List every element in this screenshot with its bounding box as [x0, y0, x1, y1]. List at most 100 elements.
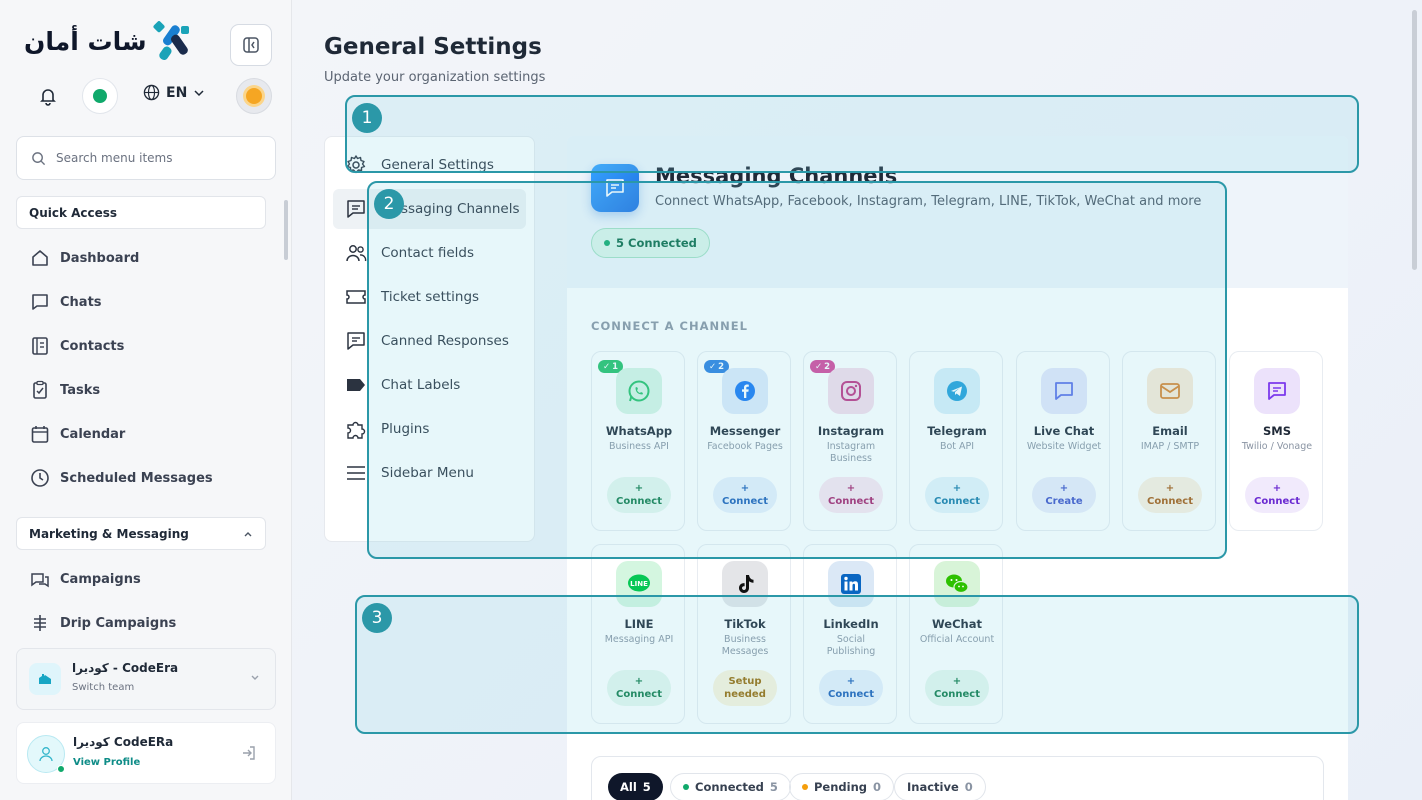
channel-card-linkedin[interactable]: LinkedIn Social Publishing +Connect [803, 544, 897, 724]
sidebar: شات أمان EN Search menu items Quick Acce… [0, 0, 292, 800]
quick-access-label: Quick Access [29, 205, 118, 220]
clipboard-icon [30, 380, 50, 400]
sidebar-item-campaigns[interactable]: Campaigns [30, 569, 141, 589]
instagram-icon [828, 368, 874, 414]
page-subtitle: Update your organization settings [324, 70, 546, 85]
sidebar-item-label: Tasks [60, 382, 101, 398]
connect-line-button[interactable]: +Connect [607, 670, 671, 706]
connect-sms-button[interactable]: +Connect [1245, 477, 1309, 513]
channel-card-messenger[interactable]: ✓2 Messenger Facebook Pages +Connect [697, 351, 791, 531]
quick-access-header[interactable]: Quick Access [16, 196, 266, 229]
sidebar-item-label: Contacts [60, 338, 125, 354]
clock-icon [30, 468, 50, 488]
globe-icon [143, 84, 160, 101]
settings-item-contact-fields[interactable]: Contact fields [345, 242, 474, 264]
create-live-chat-button[interactable]: +Create [1032, 477, 1096, 513]
calendar-icon [30, 424, 50, 444]
connect-telegram-button[interactable]: +Connect [925, 477, 989, 513]
team-switcher[interactable]: كوديرا - CodeEra Switch team [16, 648, 276, 710]
profile-card[interactable]: كوديرا CodeERa View Profile [16, 722, 276, 784]
btn-top: + [740, 483, 750, 494]
sidebar-item-calendar[interactable]: Calendar [30, 424, 125, 444]
connect-whatsapp-button[interactable]: +Connect [607, 477, 671, 513]
chevron-up-icon [244, 531, 252, 536]
notifications-button[interactable] [30, 78, 66, 114]
settings-item-messaging-channels[interactable]: Messaging Channels [345, 198, 520, 220]
settings-item-ticket-settings[interactable]: Ticket settings [345, 286, 479, 308]
logout-icon[interactable] [241, 745, 257, 761]
channel-card-whatsapp[interactable]: ✓1 WhatsApp Business API +Connect [591, 351, 685, 531]
channel-name: LINE [624, 617, 654, 631]
sidebar-item-contacts[interactable]: Contacts [30, 336, 124, 356]
btn-label: Connect [1254, 496, 1300, 507]
channels-panel: Messaging Channels Connect WhatsApp, Fac… [567, 136, 1348, 800]
filter-label: Inactive [907, 780, 959, 794]
sidebar-scrollbar[interactable] [284, 200, 288, 260]
page-scrollbar[interactable] [1412, 10, 1417, 270]
channel-card-sms[interactable]: SMS Twilio / Vonage +Connect [1229, 351, 1323, 531]
email-icon [1147, 368, 1193, 414]
sms-icon [1254, 368, 1300, 414]
btn-top: Setup [728, 676, 762, 687]
btn-label: Connect [934, 689, 980, 700]
bell-icon [40, 89, 56, 106]
connect-instagram-button[interactable]: + Connect [819, 477, 883, 513]
connect-email-button[interactable]: +Connect [1138, 477, 1202, 513]
status-toggle[interactable] [82, 78, 118, 114]
marketing-header[interactable]: Marketing & Messaging [16, 517, 266, 550]
channel-name: WeChat [932, 617, 982, 631]
channels-panel-header: Messaging Channels Connect WhatsApp, Fac… [567, 136, 1348, 288]
whatsapp-icon [616, 368, 662, 414]
btn-top: + [952, 676, 962, 687]
message-icon [345, 198, 367, 220]
channel-card-email[interactable]: Email IMAP / SMTP +Connect [1122, 351, 1216, 531]
connect-messenger-button[interactable]: +Connect [713, 477, 777, 513]
theme-toggle[interactable] [236, 78, 272, 114]
sidebar-item-tasks[interactable]: Tasks [30, 380, 100, 400]
settings-item-label: Sidebar Menu [381, 465, 474, 481]
search-placeholder: Search menu items [56, 151, 173, 165]
view-profile-link[interactable]: View Profile [73, 757, 141, 768]
logo-mark-icon [153, 21, 189, 61]
collapse-icon [243, 37, 259, 53]
connect-linkedin-button[interactable]: +Connect [819, 670, 883, 706]
search-menu-input[interactable]: Search menu items [16, 136, 276, 180]
settings-item-plugins[interactable]: Plugins [345, 418, 429, 440]
settings-item-label: Ticket settings [381, 289, 480, 305]
connect-wechat-button[interactable]: + Connect [925, 670, 989, 706]
channel-card-telegram[interactable]: Telegram Bot API +Connect [909, 351, 1003, 531]
channel-card-live-chat[interactable]: Live Chat Website Widget +Create [1016, 351, 1110, 531]
sidebar-item-scheduled-messages[interactable]: Scheduled Messages [30, 468, 213, 488]
channel-name: Telegram [927, 424, 987, 438]
settings-item-canned-responses[interactable]: Canned Responses [345, 330, 509, 352]
logo[interactable]: شات أمان [24, 20, 193, 62]
sidebar-item-label: Dashboard [60, 250, 140, 266]
profile-name: كوديرا CodeERa [73, 735, 174, 749]
sidebar-item-dashboard[interactable]: Dashboard [30, 248, 139, 268]
channel-card-wechat[interactable]: WeChat Official Account +Connect [909, 544, 1003, 724]
channel-card-line[interactable]: LINE LINE Messaging API +Connect [591, 544, 685, 724]
collapse-sidebar-button[interactable] [230, 24, 272, 66]
settings-item-chat-labels[interactable]: Chat Labels [345, 374, 460, 396]
channels-subtitle: Connect WhatsApp, Facebook, Instagram, T… [655, 194, 1202, 209]
annotation-number: 1 [352, 103, 382, 133]
settings-item-sidebar-menu[interactable]: Sidebar Menu [345, 462, 474, 484]
channel-desc: Social Publishing [826, 634, 876, 657]
chevron-down-icon [251, 675, 259, 680]
wechat-icon [934, 561, 980, 607]
sidebar-item-chats[interactable]: Chats [30, 292, 102, 312]
btn-label: Connect [828, 496, 874, 507]
btn-label: Connect [616, 689, 662, 700]
language-selector[interactable]: EN [143, 84, 205, 101]
btn-top: + [846, 483, 856, 494]
sidebar-item-drip-campaigns[interactable]: Drip Campaigns [30, 613, 176, 633]
channel-name: LinkedIn [823, 617, 879, 631]
channel-name: Email [1152, 424, 1188, 438]
channel-card-instagram[interactable]: ✓2 Instagram Instagram Business +Connect [803, 351, 897, 531]
